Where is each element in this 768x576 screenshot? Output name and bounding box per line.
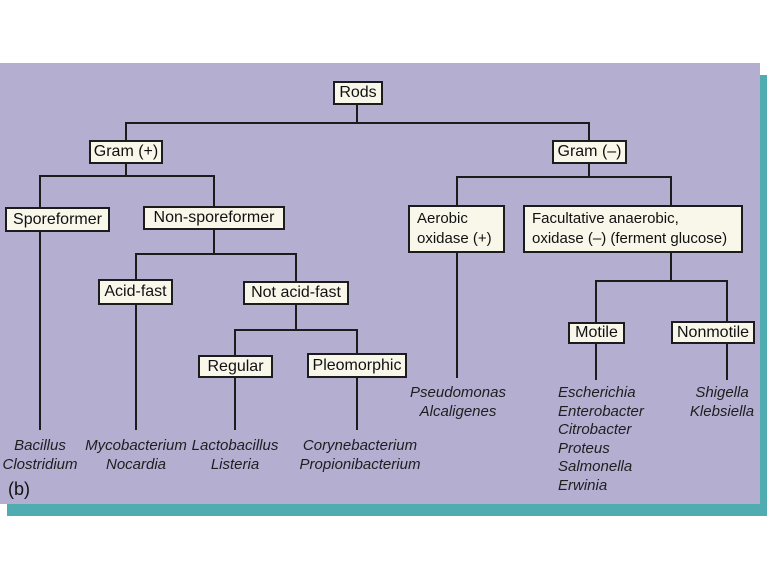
connector-line xyxy=(456,176,458,206)
node-regular: Regular xyxy=(198,355,273,378)
connector-line xyxy=(670,252,672,282)
node-acid-fast: Acid-fast xyxy=(98,279,173,305)
connector-line xyxy=(595,280,728,282)
organisms-under-regular: Lactobacillus Listeria xyxy=(191,437,279,473)
node-pleomorphic: Pleomorphic xyxy=(307,353,407,378)
connector-line xyxy=(356,329,358,354)
organisms-under-sporeformer: Bacillus Clostridium xyxy=(2,437,78,473)
connector-line xyxy=(295,253,297,282)
connector-line xyxy=(295,304,297,331)
connector-line xyxy=(726,280,728,322)
connector-line xyxy=(213,175,215,207)
node-facultative-anaerobic: Facultative anaerobic, oxidase (–) (ferm… xyxy=(523,205,743,253)
connector-line xyxy=(356,105,358,124)
connector-line xyxy=(588,163,590,178)
connector-line xyxy=(456,176,672,178)
organisms-under-pleomorphic: Corynebacterium Propionibacterium xyxy=(299,437,421,473)
connector-line xyxy=(39,175,41,208)
leader-line xyxy=(234,377,236,430)
figure-label: (b) xyxy=(8,479,30,499)
connector-line xyxy=(234,329,358,331)
leader-line xyxy=(356,377,358,430)
connector-line xyxy=(135,253,137,280)
connector-line xyxy=(39,175,215,177)
node-gram-negative: Gram (–) xyxy=(552,140,627,164)
connector-line xyxy=(125,163,127,177)
leader-line xyxy=(595,343,597,380)
leader-line xyxy=(135,304,137,430)
organisms-under-nonmotile: Shigella Klebsiella xyxy=(689,384,755,420)
leader-line xyxy=(726,343,728,380)
organisms-under-aerobic: Pseudomonas Alcaligenes xyxy=(410,384,506,420)
node-sporeformer: Sporeformer xyxy=(5,207,110,232)
node-non-sporeformer: Non-sporeformer xyxy=(143,206,285,230)
node-rods: Rods xyxy=(333,81,383,105)
connector-line xyxy=(213,229,215,255)
organisms-under-motile: Escherichia Enterobacter Citrobacter Pro… xyxy=(558,384,644,494)
connector-line xyxy=(125,122,127,141)
leader-line xyxy=(39,231,41,430)
node-gram-positive: Gram (+) xyxy=(89,140,163,164)
connector-line xyxy=(588,122,590,141)
connector-line xyxy=(670,176,672,206)
node-not-acid-fast: Not acid-fast xyxy=(243,281,349,305)
node-nonmotile: Nonmotile xyxy=(671,321,755,344)
node-motile: Motile xyxy=(568,322,625,344)
connector-line xyxy=(125,122,590,124)
node-aerobic-oxidase: Aerobic oxidase (+) xyxy=(408,205,505,253)
organisms-under-acid-fast: Mycobacterium Nocardia xyxy=(85,437,187,473)
connector-line xyxy=(135,253,297,255)
leader-line xyxy=(456,252,458,378)
connector-line xyxy=(234,329,236,356)
connector-line xyxy=(595,280,597,323)
